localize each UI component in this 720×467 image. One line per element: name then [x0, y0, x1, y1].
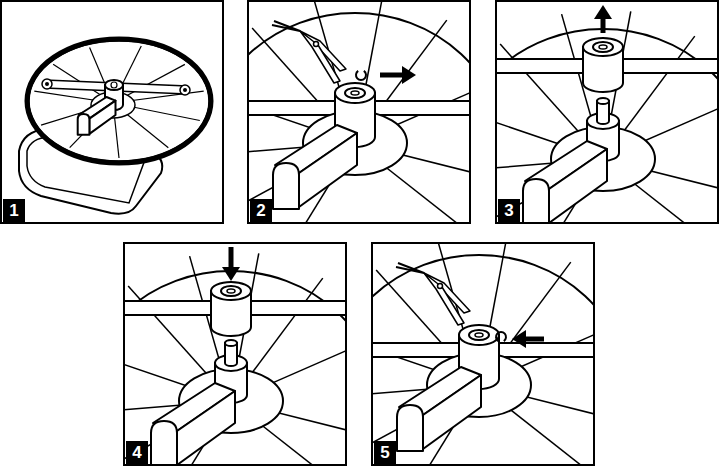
illustration-part — [124, 243, 346, 465]
illustration-part — [124, 271, 346, 465]
step-number-box: 3 — [498, 199, 520, 222]
illustration-part — [29, 41, 209, 161]
illustration-part — [549, 149, 607, 223]
illustration-part — [396, 263, 424, 273]
illustration-part — [222, 267, 240, 281]
illustration-part — [523, 179, 549, 223]
illustration-part — [424, 273, 464, 325]
illustration-part — [105, 80, 123, 90]
illustration-part — [402, 66, 416, 84]
illustration-part — [599, 45, 607, 49]
illustration-part — [72, 243, 386, 467]
illustration-part — [229, 247, 234, 267]
illustration-part — [211, 282, 251, 300]
illustration-part — [300, 31, 340, 83]
illustration-part — [594, 5, 612, 19]
step-number-box: 4 — [126, 441, 148, 464]
illustration-part — [475, 333, 483, 337]
illustration-part — [498, 365, 500, 379]
illustration-part — [397, 405, 423, 451]
illustration-part — [372, 243, 594, 465]
illustration-part — [335, 83, 375, 103]
illustration-part — [351, 91, 359, 95]
illustration-part — [601, 19, 606, 33]
illustration-part — [423, 375, 481, 449]
illustration-part — [374, 123, 376, 137]
step-number-box: 2 — [250, 199, 272, 222]
illustration-part — [272, 21, 346, 83]
illustration-part — [526, 337, 544, 342]
illustration-part — [248, 13, 470, 223]
illustration-part — [496, 5, 718, 223]
illustration-part — [183, 88, 187, 92]
illustration-part — [593, 42, 613, 52]
illustration-part — [372, 243, 594, 465]
illustration-part — [320, 237, 634, 467]
illustration-part — [180, 85, 190, 95]
illustration-part — [299, 133, 357, 207]
illustration-part — [345, 88, 365, 98]
illustration-part — [248, 1, 470, 223]
illustration-part — [177, 391, 235, 465]
step-number: 2 — [256, 202, 265, 219]
illustration-part — [273, 163, 299, 209]
illustration-part — [42, 79, 52, 89]
illustration-part — [396, 263, 470, 325]
illustration-part — [380, 73, 402, 78]
step-number: 4 — [132, 444, 141, 461]
step-number-box: 1 — [3, 199, 25, 222]
illustration-part — [459, 325, 499, 345]
illustration-part — [1, 1, 223, 223]
illustration-part — [45, 82, 49, 86]
illustration-part — [27, 39, 211, 163]
illustration-part — [496, 29, 718, 223]
illustration-part — [469, 330, 489, 340]
step-number: 3 — [504, 202, 513, 219]
illustration-part — [227, 289, 235, 293]
illustration-part — [225, 340, 237, 346]
illustration-part — [372, 255, 594, 465]
illustration-part — [111, 82, 117, 88]
illustration-part — [19, 39, 211, 214]
illustration-part — [89, 101, 115, 134]
illustration-part — [248, 1, 470, 223]
step-number-box: 5 — [374, 441, 396, 464]
illustration-part — [272, 21, 300, 31]
step-number: 1 — [9, 202, 18, 219]
illustration-part — [196, 0, 510, 293]
illustration-part — [151, 421, 177, 465]
illustration-part — [496, 1, 718, 223]
illustration-part — [314, 42, 319, 47]
illustration-part — [1, 1, 223, 223]
illustration-part — [78, 114, 90, 135]
illustration-part — [124, 247, 346, 465]
illustration-part — [597, 98, 609, 104]
illustration-part — [444, 1, 720, 309]
illustration-part — [495, 331, 507, 342]
illustration-part — [221, 286, 241, 296]
illustration-part — [512, 330, 526, 348]
illustration-part — [583, 38, 623, 56]
illustration-part — [355, 70, 367, 81]
illustration-part — [438, 284, 443, 289]
step-number: 5 — [380, 444, 389, 461]
